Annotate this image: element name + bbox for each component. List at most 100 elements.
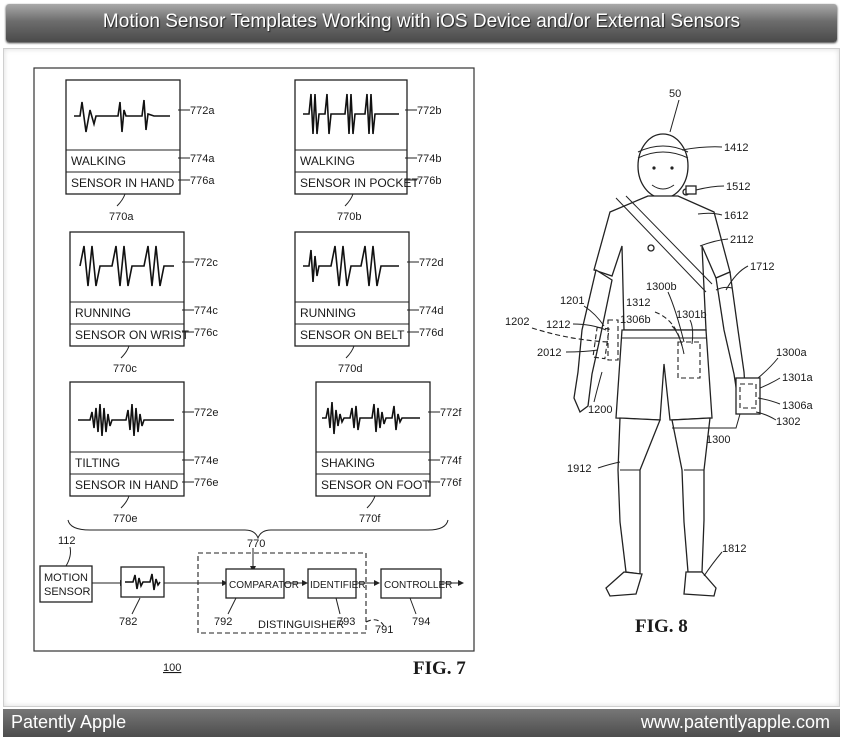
torso [593, 195, 731, 331]
leader-1912 [597, 461, 621, 469]
template-sensor-label: SENSOR ON BELT [300, 328, 405, 342]
ref-1306a: 1306a [782, 400, 813, 412]
leg-right [671, 417, 711, 573]
identifier-box [307, 568, 357, 599]
template-motion-label: TILTING [75, 456, 120, 470]
identifier-ref: 793 [337, 616, 355, 628]
template-motion-label: WALKING [300, 154, 355, 168]
leader-1306a [757, 397, 781, 405]
leader-group [366, 495, 376, 509]
leader-794 [409, 597, 417, 615]
leader-1301a [759, 377, 781, 389]
template-wave-ref: 772b [417, 105, 441, 117]
ref-1812: 1812 [722, 543, 746, 555]
arm-left [573, 268, 613, 414]
ref-1200: 1200 [588, 404, 612, 416]
fig7-ref-100: 100 [163, 662, 181, 674]
ref-1300: 1300 [706, 434, 730, 446]
belt-pocket-1202 [607, 319, 619, 361]
template-motion-ref: 774c [194, 305, 218, 317]
template-group-ref: 770c [113, 363, 137, 375]
leader-1300 [672, 413, 741, 429]
ref-1300a: 1300a [776, 347, 807, 359]
template-group-ref: 770a [109, 211, 134, 223]
template-box [294, 231, 410, 347]
leader-1300a [757, 357, 779, 379]
leader-793 [335, 597, 341, 615]
template-motion-label: RUNNING [300, 306, 356, 320]
ref-1202: 1202 [505, 316, 529, 328]
template-sensor-label: SENSOR ON WRIST [75, 328, 190, 342]
ref-1301a: 1301a [782, 372, 813, 384]
template-box [315, 381, 431, 497]
pocket-device-1300b [677, 341, 701, 379]
ref-1612: 1612 [724, 210, 748, 222]
template-motion-ref: 774f [440, 455, 462, 467]
leader-1212 [572, 323, 607, 331]
leader-group [120, 495, 130, 509]
handheld-sensor-1306a [739, 383, 757, 409]
template-motion-label: SHAKING [321, 456, 375, 470]
ref-1912: 1912 [567, 463, 591, 475]
template-motion-ref: 774b [417, 153, 441, 165]
template-sensor-ref: 776f [440, 477, 462, 489]
template-motion-ref: 774e [194, 455, 218, 467]
template-waveform [303, 93, 399, 135]
fig7-caption: FIG. 7 [413, 658, 466, 679]
fig7-frame [33, 67, 475, 652]
template-wave-ref: 772e [194, 407, 218, 419]
motion-sensor-label-2: SENSOR [44, 586, 91, 598]
arrowhead-5 [374, 580, 380, 586]
smile [651, 184, 675, 190]
template-group-ref: 770e [113, 513, 137, 525]
fig8-person [573, 133, 761, 597]
template-motion-ref: 774d [419, 305, 443, 317]
footer-url[interactable]: www.patentlyapple.com [640, 712, 830, 732]
footer-brand: Patently Apple [11, 712, 127, 732]
ref-1300b: 1300b [646, 281, 677, 293]
leader-1612 [697, 212, 723, 216]
headband-1412 [637, 145, 689, 153]
distinguisher-label: DISTINGUISHER [258, 619, 344, 631]
eye-right [670, 166, 674, 170]
template-wave-ref: 772d [419, 257, 443, 269]
template-waveform [79, 245, 174, 287]
leader-1306b [671, 325, 685, 355]
leader-group [120, 345, 130, 359]
leader-782 [131, 597, 141, 615]
arrowhead-6 [458, 580, 464, 586]
controller-ref: 794 [412, 616, 430, 628]
leader-1512 [695, 185, 725, 191]
template-motion-label: RUNNING [75, 306, 131, 320]
template-sensor-ref: 776b [417, 175, 441, 187]
comparator-box [225, 568, 285, 599]
fig8-caption: FIG. 8 [635, 616, 688, 637]
leader-1812 [703, 551, 723, 577]
arrowhead-2 [222, 580, 228, 586]
fig8-leaders [531, 99, 781, 577]
shorts [615, 329, 713, 421]
leader-2112 [699, 238, 729, 247]
leader-1201 [583, 305, 605, 327]
template-box [69, 231, 185, 347]
strap-2112-edge [625, 195, 713, 285]
ref-2012: 2012 [537, 347, 561, 359]
ref-2112: 2112 [730, 234, 754, 246]
leader-792 [227, 597, 237, 615]
leader-1302 [755, 411, 777, 421]
template-wave-ref: 772c [194, 257, 218, 269]
template-waveform [322, 401, 420, 435]
eye-left [652, 166, 656, 170]
template-box [65, 79, 181, 195]
templates-brace [67, 519, 449, 540]
ref-1201: 1201 [560, 295, 584, 307]
template-sensor-label: SENSOR ON FOOT [321, 478, 430, 492]
template-waveform [78, 403, 174, 437]
ref-1301b: 1301b [676, 309, 707, 321]
signal-waveform [125, 573, 161, 591]
